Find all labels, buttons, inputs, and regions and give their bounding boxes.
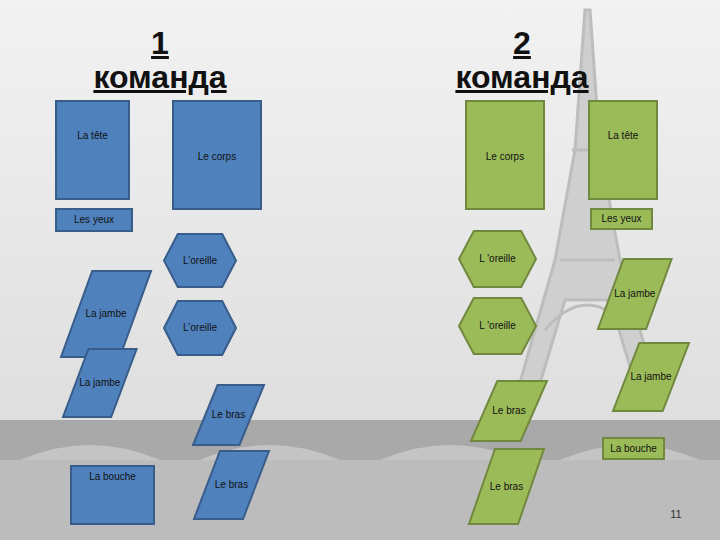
- shape-fill: [471, 381, 547, 441]
- shape-outline: [588, 100, 658, 200]
- shape-fill: [173, 101, 261, 209]
- part-name: La tête: [77, 130, 108, 142]
- shape-outline: [55, 100, 130, 200]
- parallelogram-card: Le bras: [192, 384, 265, 446]
- team-heading: 1 команда: [93, 26, 226, 94]
- shape-fill: [603, 438, 664, 459]
- part-name: La jambe: [630, 371, 671, 383]
- shape-fill: [56, 101, 129, 199]
- rect-card: La tête: [588, 100, 658, 200]
- part-name: Le bras: [492, 405, 525, 417]
- shape-fill: [589, 101, 657, 199]
- rect-card: Les yeux: [55, 208, 133, 232]
- shape-fill: [598, 259, 672, 329]
- part-name: La tête: [608, 130, 639, 142]
- parallelogram-card: La jambe: [62, 348, 138, 418]
- part-name: La jambe: [85, 308, 126, 320]
- part-name: L’oreille: [183, 255, 217, 267]
- parallelogram-card: Le bras: [468, 448, 545, 525]
- team-heading: 2 команда: [455, 26, 588, 94]
- parallelogram-card: La jambe: [612, 342, 690, 412]
- part-name: Les yeux: [74, 214, 114, 226]
- part-name: Les yeux: [601, 213, 641, 225]
- bridge: [0, 420, 720, 460]
- parallelogram-card: La jambe: [597, 258, 673, 330]
- parallelogram-card: Le bras: [193, 450, 270, 520]
- part-name: La bouche: [610, 443, 657, 455]
- rect-card: La tête: [55, 100, 130, 200]
- shape-fill: [193, 385, 264, 445]
- part-name: L 'oreille: [479, 253, 516, 265]
- shape-fill: [466, 101, 544, 209]
- part-name: Le bras: [215, 479, 248, 491]
- part-name: Le bras: [490, 481, 523, 493]
- part-name: Le corps: [198, 151, 236, 163]
- parallelogram-card: La jambe: [60, 270, 152, 358]
- part-name: Le bras: [212, 409, 245, 421]
- rect-card: Les yeux: [590, 208, 653, 230]
- bridge-arches: [20, 445, 700, 460]
- shape-fill: [591, 209, 652, 229]
- river: [0, 460, 720, 540]
- hexagon-card: L 'oreille: [458, 230, 537, 288]
- shape-fill: [164, 301, 236, 355]
- shape-fill: [71, 466, 154, 524]
- shape-fill: [469, 449, 544, 524]
- shape-fill: [459, 231, 536, 287]
- shape-fill: [194, 451, 269, 519]
- shape-fill: [164, 234, 236, 287]
- shape-fill: [61, 271, 151, 357]
- part-name: La jambe: [614, 288, 655, 300]
- page-number: 11: [670, 508, 681, 520]
- hexagon-card: L’oreille: [163, 300, 237, 356]
- rect-card: Le corps: [172, 100, 262, 210]
- shape-fill: [613, 343, 689, 411]
- part-name: L’oreille: [183, 322, 217, 334]
- shape-fill: [63, 349, 137, 417]
- hexagon-card: L’oreille: [163, 233, 237, 288]
- part-name: La jambe: [79, 377, 120, 389]
- rect-card: La bouche: [602, 437, 665, 460]
- shape-fill: [56, 209, 132, 231]
- part-name: La bouche: [89, 471, 136, 483]
- rect-card: Le corps: [465, 100, 545, 210]
- parallelogram-card: Le bras: [470, 380, 548, 442]
- hexagon-card: L 'oreille: [458, 297, 537, 355]
- part-name: L 'oreille: [479, 320, 516, 332]
- rect-card: La bouche: [70, 465, 155, 525]
- shape-fill: [459, 298, 536, 354]
- part-name: Le corps: [486, 151, 524, 163]
